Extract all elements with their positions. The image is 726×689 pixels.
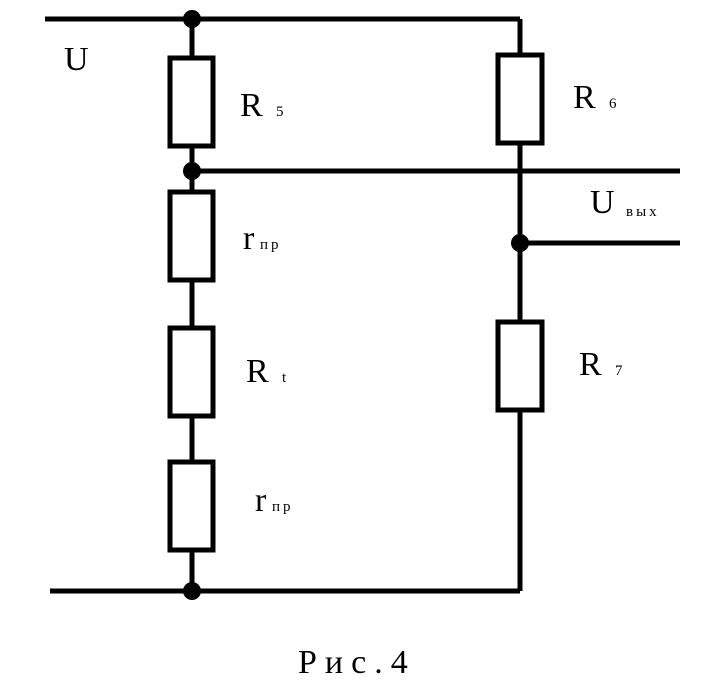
junction-node-top bbox=[183, 10, 201, 28]
junction-node-bottom bbox=[183, 582, 201, 600]
label-u-input: U bbox=[64, 41, 89, 78]
resistor-r5 bbox=[167, 55, 216, 149]
resistor-r6 bbox=[495, 52, 545, 146]
label-rpr-bottom-main: r bbox=[255, 482, 267, 519]
label-r5-sub: 5 bbox=[276, 104, 287, 120]
figure-caption: Рис.4 bbox=[298, 644, 416, 681]
label-rt-sub: t bbox=[282, 370, 289, 386]
label-rpr-bottom-sub: пр bbox=[272, 499, 294, 515]
resistor-rt bbox=[167, 325, 216, 419]
junction-node-right bbox=[511, 234, 529, 252]
resistor-rpr-bottom bbox=[167, 459, 216, 553]
label-r6-main: R bbox=[573, 79, 596, 116]
label-rpr-top-main: r bbox=[243, 220, 255, 257]
resistor-r7 bbox=[495, 319, 545, 413]
label-r7-sub: 7 bbox=[615, 363, 626, 379]
resistor-rpr-top bbox=[167, 189, 216, 283]
label-r7-main: R bbox=[579, 346, 602, 383]
label-u-output-sub: вых bbox=[626, 204, 660, 220]
label-r6-sub: 6 bbox=[609, 96, 620, 112]
label-r5-main: R bbox=[240, 87, 263, 124]
junction-node-middle bbox=[183, 162, 201, 180]
label-rt-main: R bbox=[246, 353, 269, 390]
label-rpr-top-sub: пр bbox=[260, 237, 282, 253]
label-u-output-main: U bbox=[590, 184, 615, 221]
